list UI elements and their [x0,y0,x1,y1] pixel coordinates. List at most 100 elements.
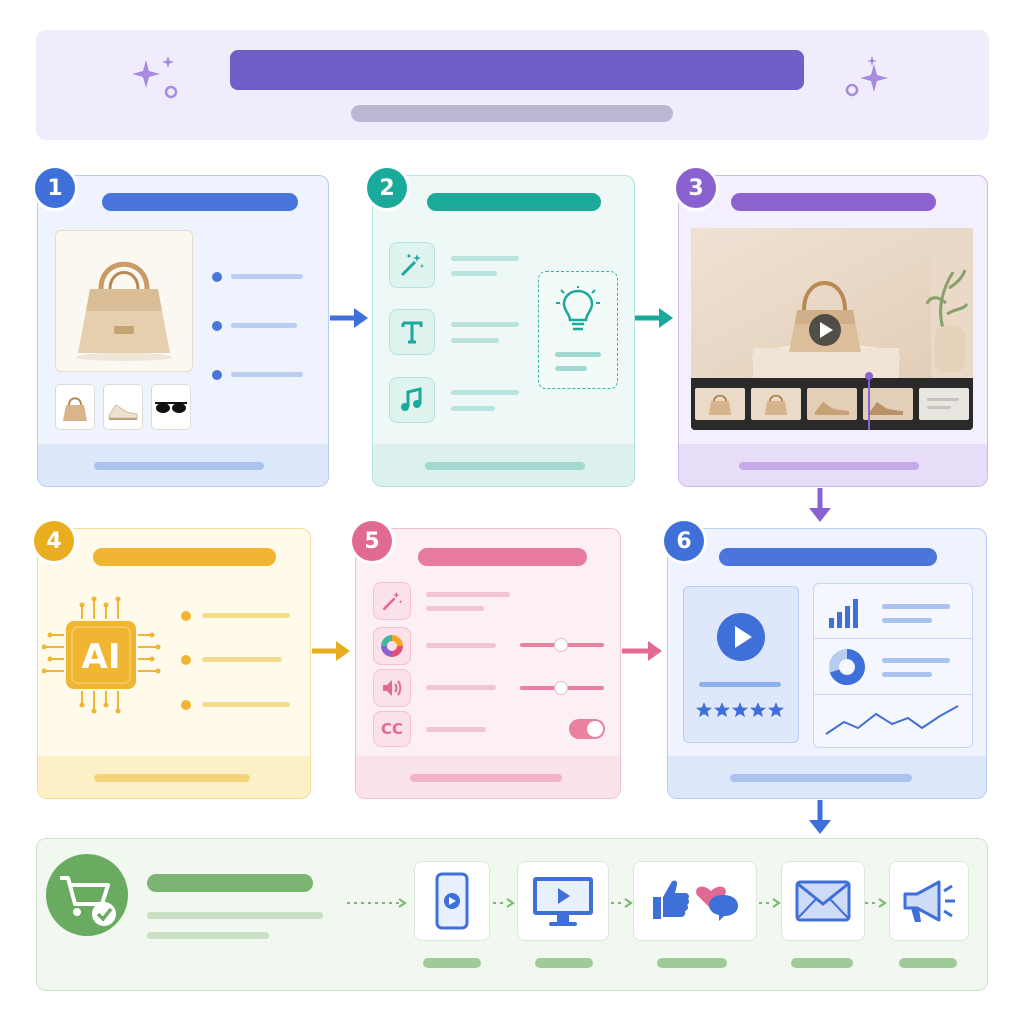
card-title-bar [731,193,936,211]
text-line [699,682,781,687]
text-line [451,256,519,261]
speaker-icon[interactable] [373,669,411,707]
timeline-frame[interactable] [751,388,801,420]
step-2-card [372,175,635,487]
video-preview[interactable] [691,228,973,430]
card-title-bar [418,548,587,566]
list-bullet [212,272,222,282]
text-line [426,643,496,648]
dotted-arrow-icon [865,898,887,908]
video-result-card[interactable] [683,586,799,743]
text-line [147,932,269,939]
video-timeline[interactable] [691,372,973,430]
slider-thumb[interactable] [554,681,568,695]
captions-label: CC [380,720,404,738]
step-badge: 4 [34,521,74,561]
play-icon[interactable] [715,611,767,663]
text-line [426,727,486,732]
mobile-video-icon [435,872,469,930]
channel-social[interactable] [633,861,757,941]
text-line [451,338,499,343]
channel-mobile[interactable] [414,861,490,941]
channel-desktop[interactable] [517,861,609,941]
captions-icon[interactable]: CC [373,711,411,747]
list-bullet [181,611,191,621]
text-line [451,322,519,327]
sparkles-icon [845,56,888,97]
list-line [202,657,282,662]
list-line [202,613,290,618]
list-line [202,702,290,707]
timeline-frame[interactable] [919,388,969,420]
flow-arrow-right-icon [635,308,673,328]
distribution-title-bar [147,874,313,892]
card-footer-bar [739,462,919,470]
text-line [882,672,932,677]
channel-email[interactable] [781,861,865,941]
social-like-heart-icon [653,880,738,921]
playhead[interactable] [868,376,870,430]
step-badge: 6 [664,521,704,561]
text-line [882,618,932,623]
list-bullet [181,700,191,710]
card-title-bar [719,548,937,566]
channel-ads[interactable] [889,861,969,941]
channel-label-bar [657,958,727,968]
step-badge: 1 [35,168,75,208]
card-footer-bar [730,774,912,782]
step-badge: 3 [676,168,716,208]
text-line [555,352,601,357]
text-line [451,271,497,276]
dotted-arrow-icon [493,898,515,908]
distribution-panel [36,838,988,991]
color-wheel-icon[interactable] [373,627,411,665]
video-frame-image [691,228,973,378]
slider-thumb[interactable] [554,638,568,652]
flow-arrow-down-icon [809,488,831,522]
text-line [426,606,484,611]
megaphone-icon [903,880,955,922]
ai-chip-label: AI [81,637,121,677]
channel-label-bar [535,958,593,968]
channel-label-bar [791,958,853,968]
step-4-card: AI [37,528,311,799]
flow-arrow-right-icon [312,641,350,661]
thumbnail-shoe[interactable] [103,384,143,430]
email-icon [795,880,851,922]
idea-box[interactable] [538,271,618,389]
thumbnail-handbag[interactable] [55,384,95,430]
magic-wand-icon[interactable] [389,242,435,288]
timeline-frame[interactable] [807,388,857,420]
analytics-panel [813,583,973,748]
product-image [55,230,193,372]
list-bullet [212,370,222,380]
text-line [147,912,323,919]
timeline-frame[interactable] [695,388,745,420]
step-5-card: CC [355,528,621,799]
flow-arrow-right-icon [330,308,368,328]
list-bullet [212,321,222,331]
card-title-bar [102,193,298,211]
dotted-arrow-icon [611,898,633,908]
flow-arrow-down-icon [809,800,831,834]
timeline-frame[interactable] [863,388,913,420]
list-bullet [181,655,191,665]
text-line [882,658,950,663]
text-line [451,390,519,395]
header-banner [36,30,989,140]
card-footer-bar [94,774,250,782]
step-badge: 5 [352,521,392,561]
desktop-video-icon [533,877,593,926]
playhead-handle[interactable] [865,372,873,380]
music-note-icon[interactable] [389,377,435,423]
text-T-icon[interactable] [389,309,435,355]
shopping-cart-check-icon [46,854,128,936]
captions-toggle[interactable] [569,719,605,739]
step-badge: 2 [367,168,407,208]
channel-label-bar [899,958,957,968]
line-chart-icon [825,705,959,735]
thumbnail-sunglasses[interactable] [151,384,191,430]
dotted-arrow-icon [347,898,407,908]
rating-stars [695,701,787,719]
magic-wand-icon[interactable] [373,582,411,620]
